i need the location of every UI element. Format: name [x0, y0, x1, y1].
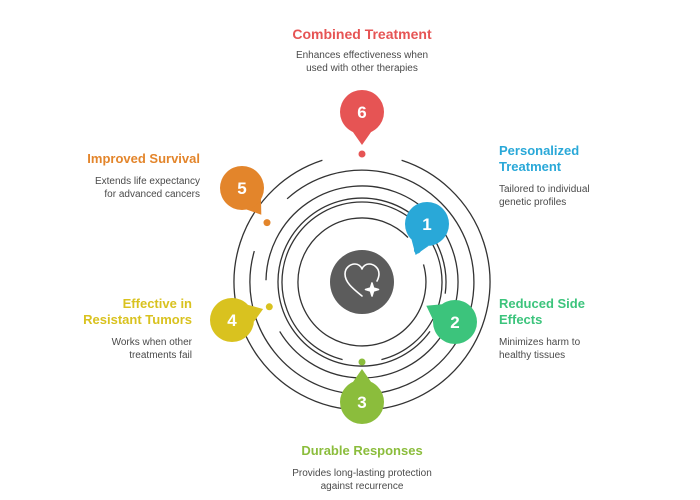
pin-3: 3: [340, 369, 384, 424]
benefit-1-title: Personalized Treatment: [499, 143, 580, 174]
pin-circle-1: [405, 202, 449, 246]
pin-circle-2: [433, 300, 477, 344]
pin-pointer-6: [353, 132, 371, 145]
benefit-3-description: Provides long-lasting protection against…: [292, 468, 432, 492]
pin-4: 4: [210, 298, 264, 342]
benefit-1-description: Tailored to individual genetic profiles: [499, 184, 590, 208]
ring-4: [265, 185, 459, 379]
benefit-4-label: Effective in Resistant Tumors Works when…: [62, 296, 192, 362]
numbered-pins: 1 2 3 4 5 6: [210, 90, 477, 424]
benefit-5-title: Improved Survival: [87, 151, 200, 166]
pin-6: 6: [340, 90, 384, 145]
ring-marker-3: [358, 358, 366, 366]
pin-2: 2: [426, 300, 477, 344]
pin-5: 5: [220, 166, 264, 215]
ring-marker-4: [265, 303, 273, 311]
pin-pointer-3: [353, 369, 371, 382]
pin-pointer-1: [411, 239, 429, 255]
pin-number-1: 1: [422, 215, 431, 234]
benefit-4-description: Works when other treatments fail: [111, 337, 192, 361]
benefit-6-description: Enhances effectiveness when used with ot…: [295, 50, 429, 74]
benefit-4-title: Effective in Resistant Tumors: [83, 296, 192, 327]
benefit-5-label: Improved Survival Extends life expectanc…: [60, 151, 200, 201]
ring-marker-5: [263, 219, 271, 227]
benefit-2-label: Reduced Side Effects Minimizes harm to h…: [499, 296, 629, 362]
benefit-5-description: Extends life expectancy for advanced can…: [94, 176, 200, 200]
pin-number-3: 3: [357, 393, 366, 412]
center-hub: [330, 250, 394, 314]
pin-circle-5: [220, 166, 264, 210]
ring-marker-6: [358, 150, 366, 158]
pin-circle-4: [210, 298, 254, 342]
benefit-6-title: Combined Treatment: [292, 26, 432, 42]
pin-pointer-4: [248, 304, 264, 322]
pin-number-4: 4: [227, 311, 237, 330]
pin-number-2: 2: [450, 313, 459, 332]
benefit-3-title: Durable Responses: [301, 443, 423, 458]
benefit-2-title: Reduced Side Effects: [499, 296, 585, 327]
pin-circle-3: [340, 380, 384, 424]
benefit-1-label: Personalized Treatment Tailored to indiv…: [499, 143, 629, 209]
benefit-6-label: Combined Treatment Enhances effectivenes…: [250, 26, 474, 75]
pin-1: 1: [405, 202, 449, 255]
pin-number-5: 5: [237, 179, 246, 198]
pin-circle-6: [340, 90, 384, 134]
heart-sparkle-icon: [344, 263, 380, 297]
ring-1: [297, 217, 427, 347]
benefit-3-label: Durable Responses Provides long-lasting …: [262, 443, 462, 493]
benefit-2-description: Minimizes harm to healthy tissues: [499, 337, 581, 361]
pin-number-6: 6: [357, 103, 366, 122]
center-circle: [330, 250, 394, 314]
